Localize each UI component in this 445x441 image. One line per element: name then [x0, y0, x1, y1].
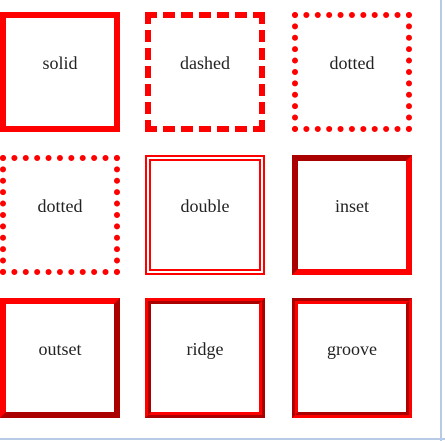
box-label-double: double [180, 195, 230, 216]
window-frame-right-edge [440, 0, 442, 441]
ridge-border-box: ridge [145, 298, 265, 418]
solid-border-box: solid [0, 12, 120, 132]
dotted-border-box: dotted [292, 12, 412, 132]
box-label-inset: inset [335, 195, 369, 216]
double-border-box: double [145, 155, 265, 275]
dotted-border-box-2: dotted [0, 155, 120, 275]
outset-border-box: outset [0, 298, 120, 418]
box-label-groove: groove [327, 338, 377, 359]
dashed-border-box: dashed [145, 12, 265, 132]
window-frame-bottom-edge [0, 438, 445, 440]
box-label-dotted-2: dotted [37, 195, 83, 216]
box-label-ridge: ridge [186, 338, 224, 359]
groove-border-box: groove [292, 298, 412, 418]
box-label-outset: outset [38, 338, 82, 359]
box-label-dashed: dashed [180, 52, 230, 73]
box-label-solid: solid [42, 52, 78, 73]
box-label-dotted: dotted [329, 52, 375, 73]
inset-border-box: inset [292, 155, 412, 275]
